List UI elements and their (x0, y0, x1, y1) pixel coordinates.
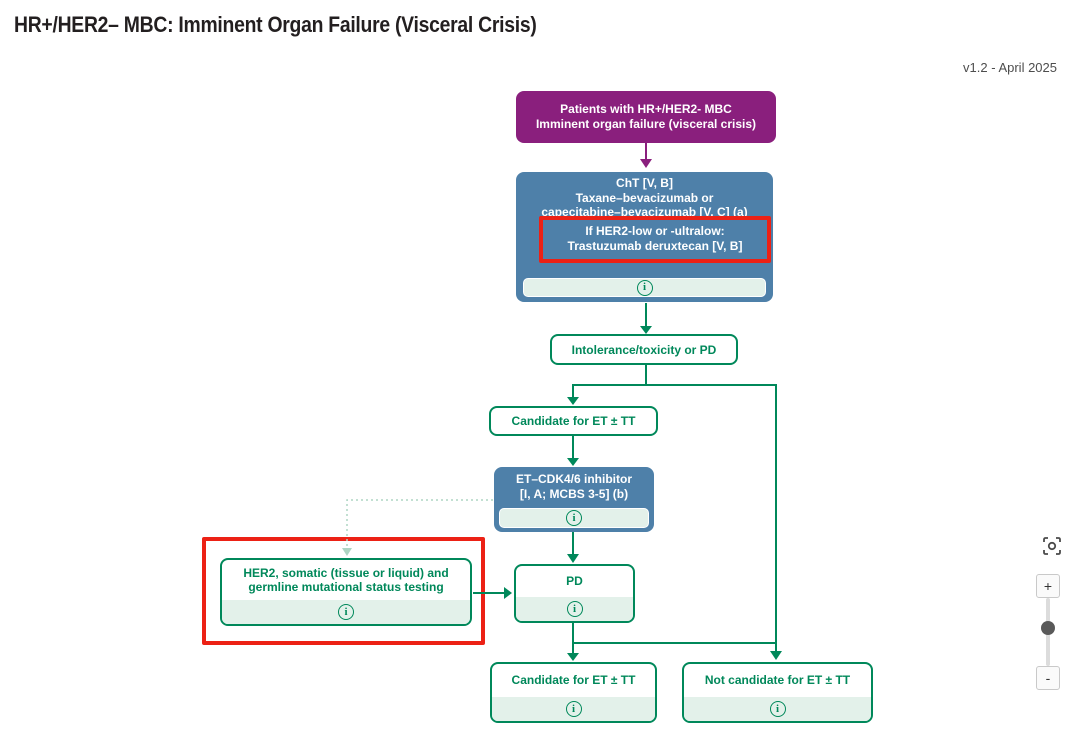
info-icon[interactable]: i (565, 701, 582, 717)
node-candidate-et-tt-final-info-bar[interactable]: i (492, 697, 655, 721)
node-patients[interactable]: Patients with HR+/HER2- MBC Imminent org… (516, 91, 776, 143)
node-et-cdk46[interactable]: ET–CDK4/6 inhibitor [I, A; MCBS 3-5] (b)… (494, 467, 654, 532)
her2-testing-red-rect (202, 537, 485, 645)
node-patients-line1: Patients with HR+/HER2- MBC (560, 102, 732, 116)
node-not-candidate-et-tt[interactable]: Not candidate for ET ± TT i (682, 662, 873, 723)
node-candidate-et-tt-final-label: Candidate for ET ± TT (511, 673, 636, 688)
node-candidate-et-tt-label: Candidate for ET ± TT (511, 414, 636, 428)
node-not-candidate-et-tt-label: Not candidate for ET ± TT (704, 673, 851, 688)
cht-highlight-line1: If HER2-low or -ultralow: (585, 224, 725, 238)
node-cht-info-bar[interactable]: i (523, 278, 766, 297)
node-patients-line2: Imminent organ failure (visceral crisis) (535, 117, 757, 131)
reset-view-icon[interactable] (1042, 536, 1062, 556)
node-her2-testing[interactable]: HER2, somatic (tissue or liquid) and ger… (220, 558, 472, 626)
node-cht-line3: capecitabine–bevacizumab [V, C] (a) (541, 205, 748, 219)
node-pd-info-bar[interactable]: i (516, 597, 633, 621)
node-cht-line2: Taxane–bevacizumab or (575, 190, 714, 205)
page-title: HR+/HER2– MBC: Imminent Organ Failure (V… (14, 12, 537, 37)
node-pd[interactable]: PD i (514, 564, 635, 623)
node-intolerance-label: Intolerance/toxicity or PD (571, 342, 717, 357)
version-label: v1.2 - April 2025 (963, 60, 1057, 75)
node-cht-line1: ChT [V, B] (616, 176, 673, 190)
node-et-cdk46-line1: ET–CDK4/6 inhibitor (515, 472, 632, 486)
info-icon[interactable]: i (566, 601, 583, 617)
node-et-cdk46-info-bar[interactable]: i (499, 508, 649, 528)
node-pd-label: PD (566, 574, 583, 589)
node-her2-testing-line1: HER2, somatic (tissue or liquid) and (243, 565, 449, 580)
zoom-slider-handle[interactable] (1041, 621, 1055, 635)
cht-highlight-line2: Trastuzumab deruxtecan [V, B] (567, 238, 743, 253)
info-icon[interactable]: i (769, 701, 786, 717)
node-candidate-et-tt-final[interactable]: Candidate for ET ± TT i (490, 662, 657, 723)
info-icon[interactable]: i (338, 604, 354, 620)
node-her2-testing-info-bar[interactable]: i (222, 600, 470, 624)
node-candidate-et-tt[interactable]: Candidate for ET ± TT (489, 406, 658, 436)
info-icon[interactable]: i (566, 510, 582, 526)
node-intolerance[interactable]: Intolerance/toxicity or PD (550, 334, 738, 365)
node-her2-testing-line2: germline mutational status testing (248, 580, 444, 594)
zoom-out-button[interactable]: - (1036, 666, 1060, 690)
info-icon[interactable]: i (636, 279, 653, 296)
node-not-candidate-et-tt-info-bar[interactable]: i (684, 697, 871, 721)
cht-highlight-red-rect: If HER2-low or -ultralow: Trastuzumab de… (539, 216, 771, 263)
zoom-in-button[interactable]: + (1036, 574, 1060, 598)
node-et-cdk46-line2: [I, A; MCBS 3-5] (b) (519, 486, 629, 501)
